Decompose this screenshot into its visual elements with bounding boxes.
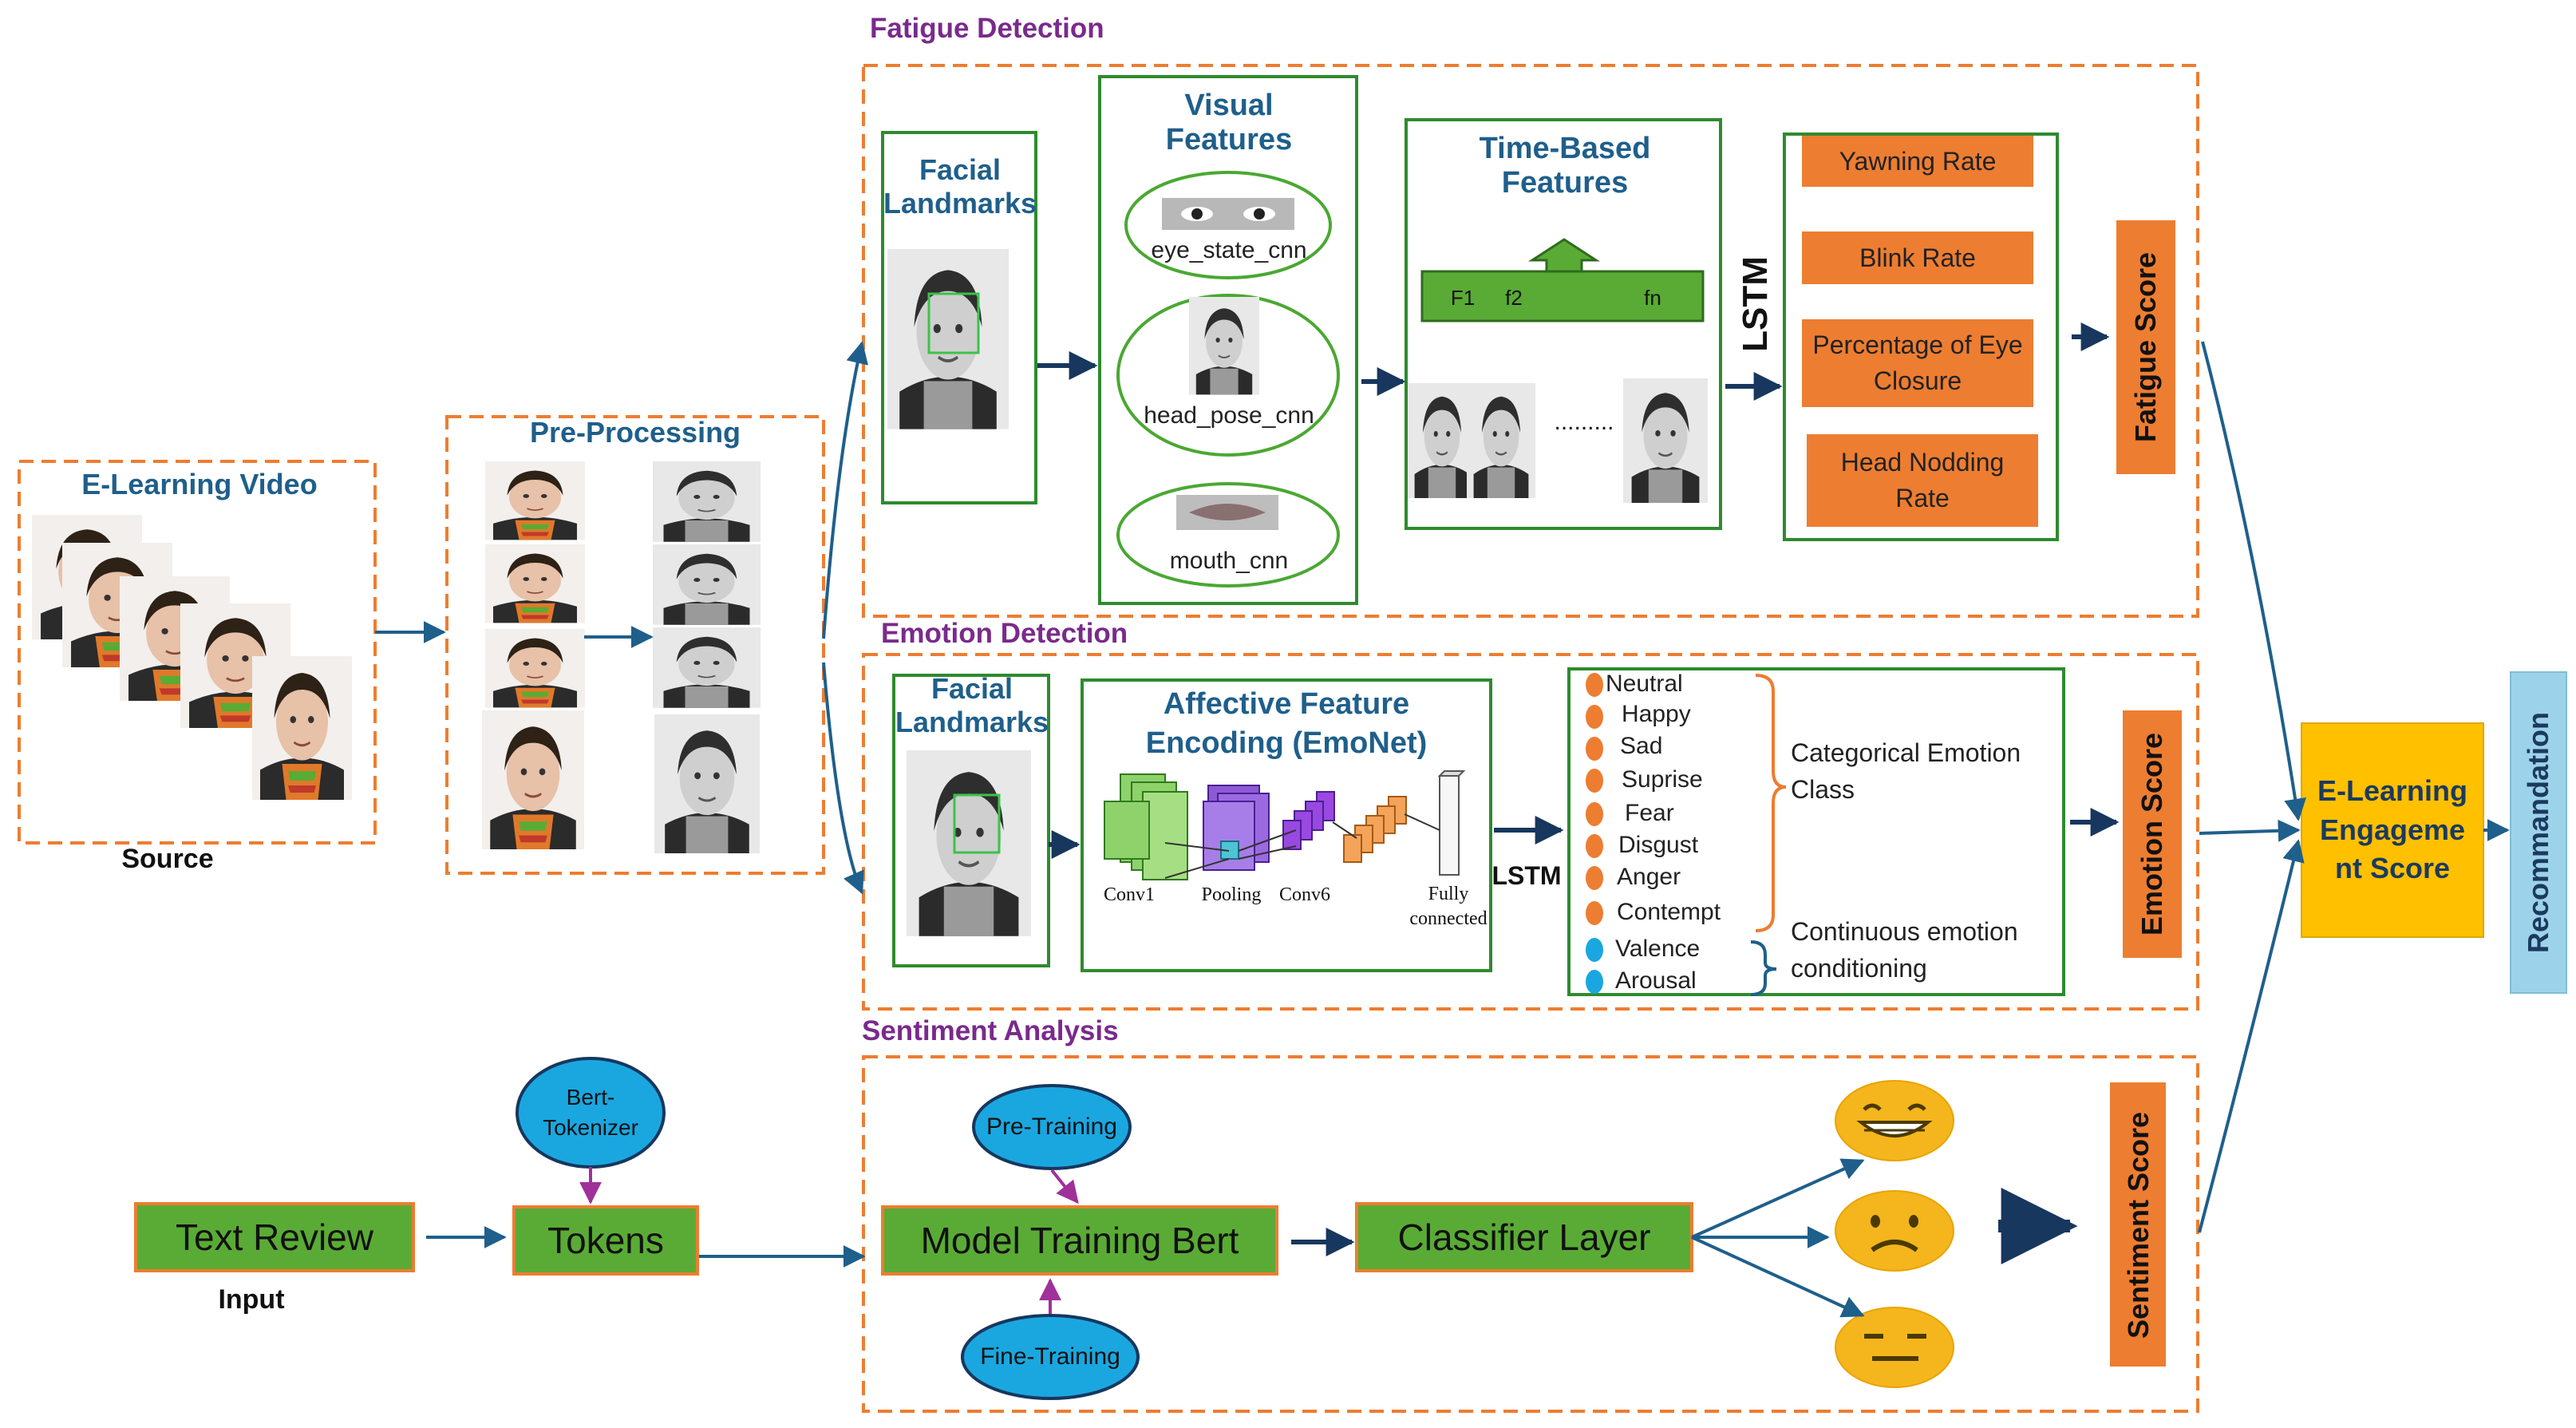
preprocessing-box — [445, 415, 825, 875]
layer-conv6: Conv6 — [1278, 884, 1330, 905]
emonet-title: Affective Feature Encoding (EmoNet) — [1145, 686, 1428, 760]
fatigue-lstm-label: LSTM — [1736, 256, 1775, 352]
time-bar-f2: f2 — [1505, 285, 1523, 310]
emotion-valence: Valence — [1615, 936, 1701, 962]
visual-features-title: Visual Features — [1165, 89, 1293, 156]
tokenizer-label: Bert-Tokenizer — [543, 1085, 638, 1140]
emotion-dots — [1586, 673, 1603, 994]
pretraining-label: Pre-Training — [986, 1114, 1117, 1140]
classifier-label: Classifier Layer — [1397, 1216, 1651, 1258]
categorical-label: Categorical Emotion Class — [1791, 738, 2021, 804]
metric-perclos — [1802, 319, 2033, 407]
tokens-label: Tokens — [547, 1220, 664, 1261]
metric-yawning-label: Yawning Rate — [1839, 146, 1997, 176]
fatigue-section-title: Fatigue Detection — [870, 13, 1104, 44]
visual-item-head: head_pose_cnn — [1144, 402, 1314, 429]
sentiment-score-label: Sentiment Score — [2122, 1111, 2155, 1339]
fatigue-score-label: Fatigue Score — [2129, 251, 2162, 443]
categorical-brace — [1755, 674, 1787, 932]
source-title: E-Learning Video — [81, 468, 318, 500]
emonet-fc — [1439, 775, 1460, 876]
text-review-label: Text Review — [176, 1216, 373, 1258]
recommendation-box — [2510, 671, 2567, 994]
emonet-pooling — [1203, 785, 1270, 871]
emonet-conv6 — [1282, 791, 1335, 850]
visual-item-eye: eye_state_cnn — [1151, 237, 1307, 263]
sentiment-score-box — [2110, 1082, 2166, 1367]
emotion-box — [862, 653, 2199, 1011]
finetraining-ellipse — [961, 1314, 1140, 1400]
text-review-box — [134, 1202, 415, 1272]
bold-arrows — [1037, 322, 2120, 1264]
model-training-label: Model Training Bert — [920, 1220, 1239, 1261]
preprocessing-frames-color — [480, 460, 587, 851]
input-caption: Input — [218, 1284, 285, 1315]
recommendation-label: Recommandation — [2522, 711, 2554, 954]
sentiment-section-title: Sentiment Analysis — [862, 1015, 1119, 1046]
time-bar-f1: F1 — [1450, 285, 1476, 310]
emotion-section-title: Emotion Detection — [881, 618, 1128, 649]
emotion-neutral: Neutral — [1606, 670, 1683, 697]
emoji-neutral — [1835, 1307, 1954, 1388]
metric-nodding-label: Head Nodding Rate — [1840, 448, 2005, 512]
emotion-contempt: Contempt — [1617, 899, 1721, 925]
emotion-score-box — [2123, 710, 2182, 958]
fatigue-score-box — [2116, 220, 2175, 474]
finetraining-label: Fine-Training — [980, 1343, 1120, 1370]
emotion-landmarks-label: Facial Landmarks — [895, 672, 1049, 738]
time-bar-fn: fn — [1644, 285, 1661, 310]
flow-arrows — [375, 341, 2510, 1318]
training-arrows — [579, 1167, 1079, 1314]
emotion-score-label: Emotion Score — [2135, 732, 2168, 936]
emotion-surprise: Suprise — [1622, 766, 1703, 793]
metric-yawning — [1802, 136, 2033, 187]
preprocessing-frames-gray — [651, 460, 762, 855]
emotion-classes-box — [1567, 667, 2065, 996]
source-caption: Source — [121, 843, 214, 874]
fatigue-landmarks-label: Facial Landmarks — [883, 153, 1037, 220]
model-training-box — [881, 1205, 1278, 1276]
source-box — [18, 460, 377, 845]
layer-conv1: Conv1 — [1103, 884, 1155, 905]
layer-pooling: Pooling — [1201, 884, 1262, 905]
emotion-anger: Anger — [1617, 864, 1681, 890]
source-frames — [30, 513, 354, 801]
engagement-box — [2301, 722, 2484, 938]
emotion-arousal: Arousal — [1615, 967, 1697, 994]
tokens-box — [512, 1205, 699, 1276]
emotion-sad: Sad — [1620, 733, 1663, 759]
preprocessing-title: Pre-Processing — [529, 416, 741, 449]
time-features-title: Time-Based Features — [1479, 132, 1651, 200]
metric-nodding — [1807, 434, 2038, 527]
sentiment-box — [862, 1055, 2199, 1413]
emonet-conv1 — [1104, 773, 1188, 880]
fatigue-box — [862, 64, 2199, 618]
layer-fc: Fully connected — [1409, 883, 1488, 929]
emoji-happy — [1835, 1080, 1954, 1161]
frames-dots: ......... — [1554, 409, 1614, 435]
emotion-disgust: Disgust — [1618, 832, 1699, 858]
pretraining-ellipse — [972, 1084, 1132, 1170]
emotion-fear: Fear — [1625, 800, 1674, 826]
continuous-label: Continuous emotion conditioning — [1791, 916, 2018, 983]
classifier-box — [1355, 1202, 1693, 1272]
metric-perclos-label: Percentage of Eye Closure — [1812, 330, 2023, 395]
emotion-lstm-label: LSTM — [1491, 860, 1562, 890]
metric-blink-label: Blink Rate — [1859, 243, 1976, 272]
visual-item-mouth: mouth_cnn — [1169, 548, 1289, 574]
metric-blink — [1802, 231, 2033, 284]
continuous-brace — [1750, 940, 1777, 996]
engagement-score-label: E-Learning Engagement Score — [2317, 774, 2467, 885]
emotion-happy: Happy — [1622, 701, 1691, 727]
emoji-sad — [1835, 1190, 1954, 1272]
